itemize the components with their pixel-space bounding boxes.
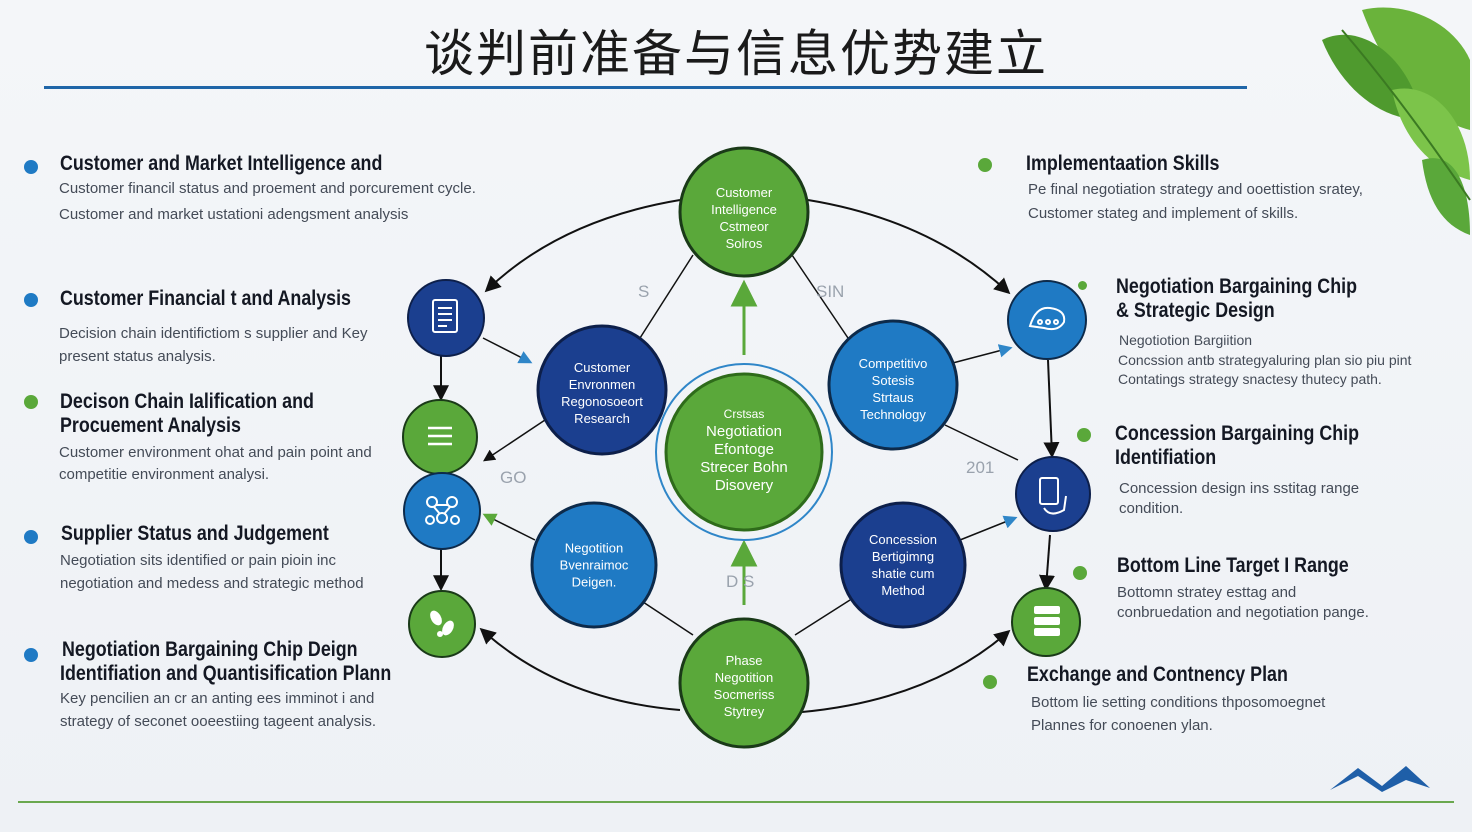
node-bottom (678, 617, 810, 749)
node-right-upper (827, 319, 959, 451)
bullet-dot (24, 395, 38, 409)
node-left-upper (536, 324, 668, 456)
faint-label: S (638, 282, 650, 301)
faint-label: SIN (816, 282, 845, 301)
bullet-dot (24, 648, 38, 662)
bullet-dot (24, 160, 38, 174)
faint-label: D S (726, 572, 755, 591)
bullet-dot (24, 530, 38, 544)
leaf-decoration-icon (1322, 7, 1471, 235)
faint-label: GO (500, 468, 527, 487)
bullet-dot (24, 293, 38, 307)
bullet-dot (1073, 566, 1087, 580)
network-icon (403, 472, 481, 550)
page-title: 谈判前准备与信息优势建立 (424, 25, 1048, 83)
bullet-dot (983, 675, 997, 689)
node-right-lower (839, 501, 967, 629)
node-left-lower (530, 501, 658, 629)
faint-label: 201 (966, 458, 995, 477)
title-divider (44, 86, 1247, 89)
tablet-hand-icon (1015, 456, 1091, 532)
mountain-logo-icon (1330, 766, 1430, 792)
node-center (664, 372, 824, 532)
bullet-dot (1078, 281, 1087, 290)
node-top (678, 146, 810, 278)
bottom-divider (18, 801, 1454, 803)
document-icon (407, 279, 485, 357)
bullet-dot (1077, 428, 1091, 442)
bullet-dot (978, 158, 992, 172)
leaf-icon (408, 590, 476, 658)
